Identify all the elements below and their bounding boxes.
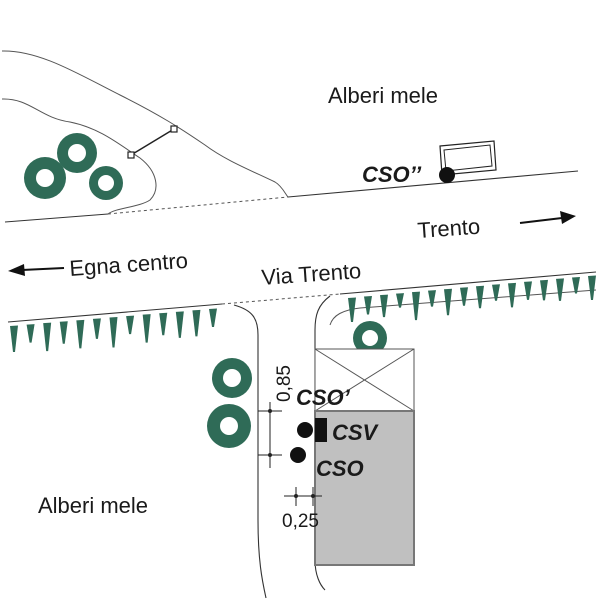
hedge-tooth	[175, 311, 184, 338]
hedge-tooth	[10, 325, 18, 352]
csv-label: CSV	[332, 420, 380, 445]
connector-line	[130, 128, 175, 156]
hedge-tooth	[460, 287, 468, 306]
hedge-tooth	[508, 282, 516, 308]
connector-node	[127, 151, 135, 159]
hedge-tooth	[126, 315, 135, 335]
hedge-tooth	[348, 297, 356, 322]
hedge-tooth	[209, 308, 217, 327]
cso-single-label: CSO’	[296, 385, 351, 410]
arrow-left-icon	[8, 264, 65, 276]
road-north-edge-dotted	[107, 196, 289, 215]
cso-double-label: CSO’’	[362, 162, 422, 187]
open-structure	[314, 348, 415, 412]
tree-cluster-side	[207, 321, 387, 448]
hedge-row-left	[10, 308, 217, 352]
hedge-tooth	[444, 288, 452, 316]
road-south-edge-right	[339, 271, 597, 295]
cso-single-marker	[297, 422, 313, 438]
hedge-tooth	[142, 314, 151, 343]
direction-trento-label: Trento	[417, 214, 481, 243]
road-north-edge	[4, 213, 109, 223]
orchard-label-bottom: Alberi mele	[38, 493, 148, 518]
dimension-vertical-label: 0,85	[274, 365, 295, 402]
hedge-tooth	[412, 291, 420, 321]
building-grey	[314, 410, 415, 566]
road-north-edge-right	[287, 170, 579, 198]
terrain-contour-lower	[1, 98, 157, 215]
hedge-tooth	[76, 319, 85, 349]
tree-cluster	[24, 133, 123, 200]
hedge-tooth	[476, 285, 484, 309]
cso-double-marker	[439, 167, 455, 183]
hedge-tooth	[159, 312, 168, 336]
hedge-tooth	[524, 281, 532, 300]
hedge-tooth	[59, 321, 68, 344]
hedge-tooth	[540, 279, 548, 301]
road-south-edge-dashed	[221, 293, 341, 305]
building-small	[439, 140, 497, 176]
hedge-tooth	[43, 322, 52, 352]
dimension-vertical	[258, 402, 282, 468]
road-south-edge-left	[7, 303, 223, 323]
hedge-tooth	[380, 294, 388, 318]
hedge-tooth	[396, 293, 404, 308]
hedge-tooth	[588, 275, 596, 300]
hedge-tooth	[428, 290, 436, 307]
arrow-right-icon	[519, 211, 576, 224]
direction-egna-label: Egna centro	[69, 248, 189, 281]
connector-node	[170, 125, 178, 133]
side-road-west-edge	[233, 304, 267, 599]
cso-marker	[290, 447, 306, 463]
hedge-row-right	[348, 275, 596, 322]
side-road-east-inner	[329, 289, 597, 326]
orchard-label-top: Alberi mele	[328, 83, 438, 108]
hedge-tooth	[492, 284, 500, 301]
dimension-horizontal	[284, 487, 322, 506]
csv-marker	[315, 418, 327, 442]
hedge-tooth	[92, 318, 101, 339]
dimension-horizontal-label: 0,25	[282, 511, 319, 532]
hedge-tooth	[109, 317, 118, 348]
hedge-tooth	[556, 278, 564, 301]
cso-label: CSO	[316, 456, 364, 481]
hedge-tooth	[26, 324, 35, 343]
hedge-tooth	[572, 276, 580, 294]
hedge-tooth	[364, 296, 372, 315]
street-label: Via Trento	[261, 258, 362, 290]
hedge-tooth	[192, 309, 201, 337]
terrain-contour-upper	[1, 50, 289, 198]
